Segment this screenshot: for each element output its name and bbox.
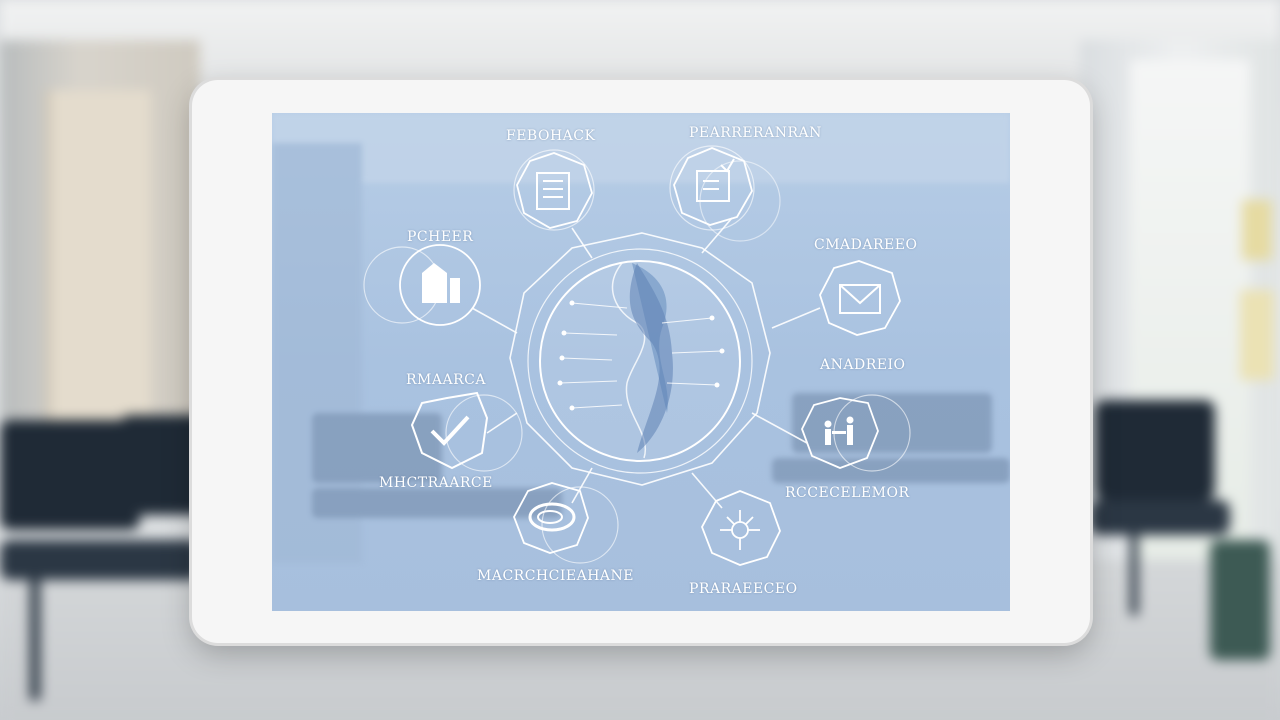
plant (1210, 540, 1270, 660)
document-icon (513, 149, 595, 231)
people-icon (801, 394, 911, 472)
globe-icon (509, 232, 771, 486)
wall-note (1240, 290, 1274, 380)
chair-leg (1130, 535, 1138, 615)
chair-leg (30, 580, 40, 700)
network-icon (701, 490, 781, 566)
checkmark-icon (410, 391, 523, 472)
label-left-bottom: MHCTRAARCE (379, 475, 493, 491)
network-diagram (363, 145, 911, 566)
screen-chair (312, 488, 562, 518)
label-right-top: CMADAREEO (814, 237, 918, 253)
waiting-chair (0, 420, 140, 530)
label-bottom-right: PRARAEECEO (689, 581, 798, 597)
building-icon (363, 244, 481, 326)
label-bottom-left: MACRCHCIEAHANE (477, 568, 634, 584)
wall-note (1242, 200, 1272, 260)
screen-ceiling (272, 113, 1010, 183)
envelope-icon (819, 260, 901, 336)
label-right-mid: ANADREIO (820, 357, 906, 373)
screen-room-reflection (272, 113, 1010, 611)
clipboard-icon (669, 145, 781, 242)
chair-seat (0, 540, 200, 580)
waiting-chair (1095, 400, 1215, 500)
label-top-right: PEARRERANRAN (689, 125, 822, 141)
chair-seat (1090, 500, 1230, 535)
chat-bubble-icon (513, 482, 619, 564)
label-left-mid: RMAARCA (406, 372, 486, 388)
label-feedback: FEBOHACK (506, 128, 596, 144)
tablet-frame: FEBOHACK PEARRERANRAN PCHEER CMADAREEO A… (192, 80, 1090, 643)
tablet-screen: FEBOHACK PEARRERANRAN PCHEER CMADAREEO A… (272, 113, 1010, 611)
ceiling (0, 0, 1280, 90)
door (45, 90, 151, 420)
screen-chair (772, 458, 1010, 483)
label-right-bottom: RCCECELEMOR (785, 485, 910, 501)
label-left-top: PCHEER (407, 229, 474, 245)
